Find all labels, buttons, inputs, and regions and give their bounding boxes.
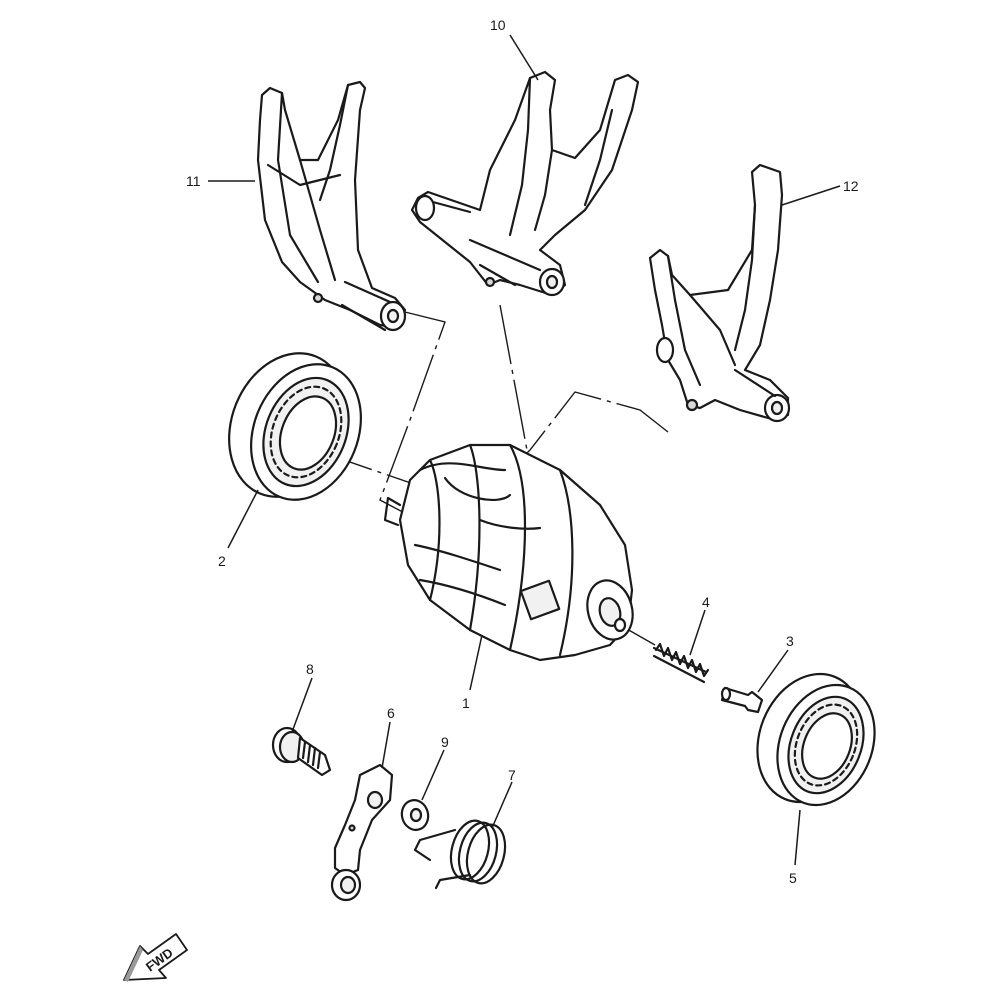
callout-6: 6 xyxy=(387,705,395,721)
bearing-right xyxy=(756,672,876,807)
callout-10: 10 xyxy=(490,17,506,33)
washer xyxy=(400,799,430,831)
callout-2: 2 xyxy=(218,553,226,569)
shift-fork-right xyxy=(648,163,791,423)
leader-lines xyxy=(208,34,841,866)
callout-11: 11 xyxy=(186,173,201,189)
bearing-left xyxy=(228,352,362,501)
stopper-lever xyxy=(330,763,394,902)
callout-numbers: 11 10 12 2 1 4 3 5 8 6 9 7 xyxy=(186,17,859,886)
callout-12: 12 xyxy=(843,178,859,194)
torsion-spring xyxy=(413,819,507,890)
callout-3: 3 xyxy=(786,633,794,649)
compression-spring xyxy=(652,642,710,684)
bolt xyxy=(271,726,332,777)
callout-1: 1 xyxy=(462,695,470,711)
shift-fork-center xyxy=(410,70,640,297)
callout-8: 8 xyxy=(306,661,314,677)
fwd-arrow: FWD xyxy=(123,933,188,982)
callout-4: 4 xyxy=(702,594,710,610)
shift-fork-left xyxy=(256,80,407,332)
callout-7: 7 xyxy=(508,767,516,783)
callout-9: 9 xyxy=(441,734,449,750)
shift-drum xyxy=(383,443,634,662)
pin xyxy=(720,686,764,714)
callout-5: 5 xyxy=(789,870,797,886)
